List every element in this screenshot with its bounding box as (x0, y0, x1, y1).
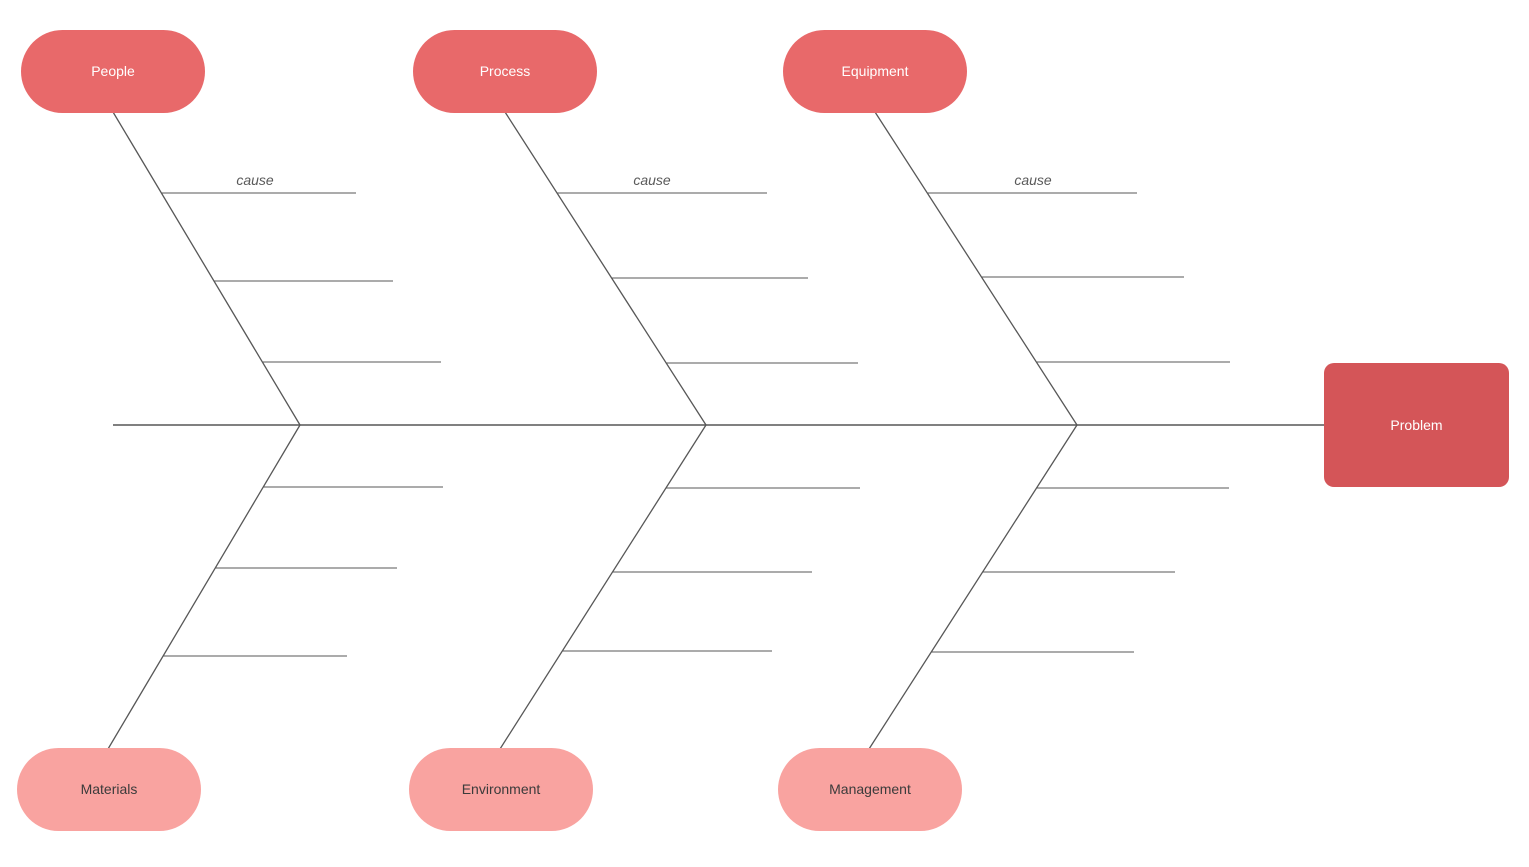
category-node-materials[interactable]: Materials (17, 748, 201, 831)
category-label: Process (479, 63, 531, 80)
problem-label: Problem (1390, 416, 1443, 433)
category-label: Environment (461, 781, 541, 798)
environment-branch-line[interactable] (499, 424, 707, 750)
equipment-branch-line[interactable] (874, 111, 1078, 426)
category-label: People (91, 63, 135, 80)
category-node-management[interactable]: Management (778, 748, 962, 831)
cause-label: cause (1014, 172, 1052, 188)
materials-branch-line[interactable] (107, 424, 301, 750)
cause-label: cause (633, 172, 671, 188)
category-node-equipment[interactable]: Equipment (783, 30, 967, 113)
category-label: Materials (80, 781, 138, 798)
category-node-process[interactable]: Process (413, 30, 597, 113)
management-branch-line[interactable] (868, 424, 1078, 750)
category-node-people[interactable]: People (21, 30, 205, 113)
category-label: Management (829, 781, 911, 798)
problem-node[interactable]: Problem (1324, 363, 1509, 487)
category-label: Equipment (841, 63, 909, 80)
cause-label: cause (236, 172, 274, 188)
category-node-environment[interactable]: Environment (409, 748, 593, 831)
people-branch-line[interactable] (112, 111, 301, 426)
process-branch-line[interactable] (504, 111, 707, 426)
